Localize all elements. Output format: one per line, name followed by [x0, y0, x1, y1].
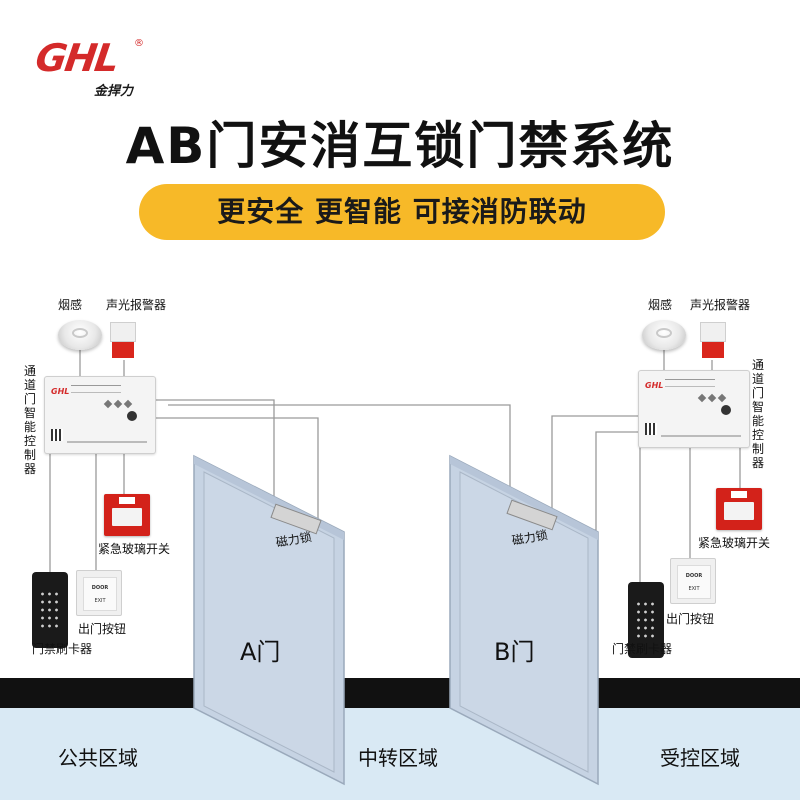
- wire-left-to-lock-b: [168, 404, 511, 500]
- tagline-banner: 更安全 更智能 可接消防联动: [139, 184, 665, 240]
- smoke-label-left: 烟感: [58, 298, 83, 312]
- wire-right-to-lock-b: [551, 415, 638, 508]
- controller-label-right: 通道门智能控制器: [752, 358, 765, 470]
- door-a: [193, 454, 345, 786]
- door-b: [449, 454, 599, 786]
- wall-base: [0, 678, 800, 708]
- floor-area: [0, 708, 800, 800]
- wire-right-cross: [580, 431, 638, 531]
- exit-label-right: 出门按钮: [666, 612, 715, 626]
- zone-public: 公共区域: [58, 746, 138, 770]
- key-icon: [127, 411, 137, 421]
- brand-logo: GHL ® 金捍力: [33, 36, 146, 99]
- key-icon: [721, 405, 731, 415]
- siren-label-left: 声光报警器: [106, 298, 167, 312]
- card-reader-icon: [32, 572, 68, 648]
- siren-label-right: 声光报警器: [690, 298, 751, 312]
- exit-label-left: 出门按钮: [78, 622, 127, 636]
- emergency-glass-icon: [716, 488, 762, 530]
- logo-subtitle: 金捍力: [94, 84, 134, 99]
- reader-label-right: 门禁刷卡器: [612, 642, 673, 656]
- controller-left: GHL: [44, 376, 156, 454]
- smoke-detector-icon: [642, 320, 686, 350]
- glass-label-right: 紧急玻璃开关: [698, 536, 771, 550]
- smoke-label-right: 烟感: [648, 298, 673, 312]
- controller-label-left: 通道门智能控制器: [24, 364, 37, 476]
- controller-right: GHL: [638, 370, 750, 448]
- door-a-label: A门: [240, 638, 281, 666]
- smoke-detector-icon: [58, 320, 102, 350]
- glass-label-left: 紧急玻璃开关: [98, 542, 171, 556]
- door-b-label: B门: [494, 638, 535, 666]
- reader-label-left: 门禁刷卡器: [32, 642, 93, 656]
- registered-mark: ®: [134, 38, 144, 49]
- zone-transit: 中转区域: [358, 746, 438, 770]
- qr-code-icon: [645, 423, 657, 435]
- card-reader-icon: [628, 582, 664, 658]
- page-title: AB门安消互锁门禁系统: [125, 117, 675, 175]
- zone-controlled: 受控区域: [660, 746, 740, 770]
- siren-icon: [110, 322, 136, 358]
- siren-icon: [700, 322, 726, 358]
- qr-code-icon: [51, 429, 63, 441]
- emergency-glass-icon: [104, 494, 150, 536]
